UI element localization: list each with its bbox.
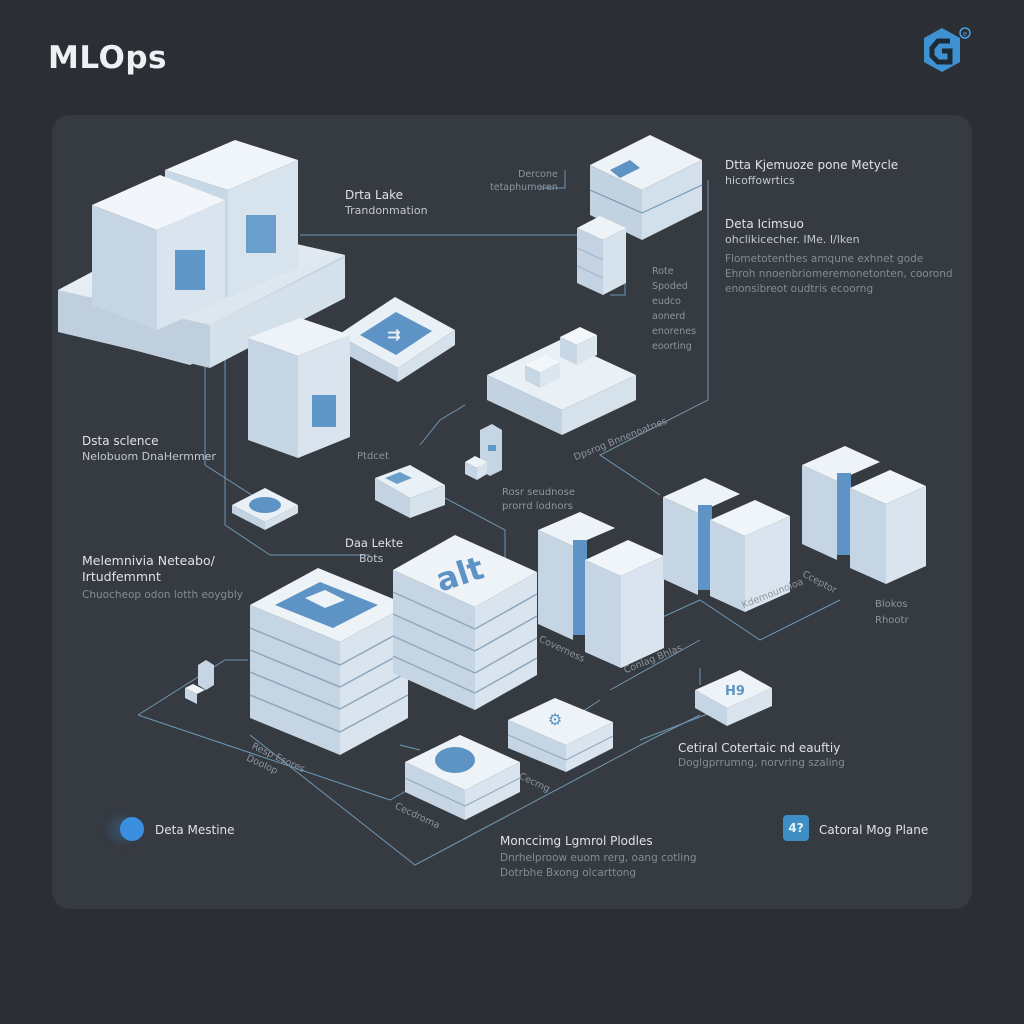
icon-tile-arrows: ⇉ [338,297,455,382]
resource-label: Rosr seudnose prorrd lodnors [502,487,575,512]
notebook-label: Melemnivia Neteabo/ Irtudfemmnt Chuocheo… [82,553,244,601]
monitoring-label: Monccimg Lgmrol Plodles Dnrhelproow euom… [500,834,697,879]
data-lake-bots-label: Daa Lekte Bots [345,536,404,565]
notebook-server-block [248,318,350,458]
data-lake-block [58,140,345,368]
blue-dot-icon [120,817,144,841]
top-center-note: Dercone tetaphumeren [490,169,558,193]
svg-text:H9: H9 [725,684,745,699]
lifecycle-block [576,135,703,295]
small-component-blocks [185,424,502,704]
blokos-label: Blokos Rhootr [875,599,909,626]
compute-cabinets [538,446,926,668]
pickett-label: Ptdcet [357,451,389,462]
central-label: Cetiral Cotertaic nd eauftiy Doglgprrumn… [678,741,845,769]
logo-badge: e [963,30,967,38]
legend-item-data-machine: Deta Mestine [155,823,235,837]
vertical-notes: Rote Spoded eudco aonerd enorenes eoorti… [652,266,697,352]
bottom-tiles: ⚙ H9 [404,670,772,820]
stacked-server-left [249,568,409,755]
svg-text:⚙: ⚙ [548,710,562,729]
data-science-right-label: Deta Icimsuo ohclikicecher. IMe. I/lken … [725,217,953,295]
hexagon-g-logo-icon: e [924,27,971,72]
svg-text:⇉: ⇉ [387,325,400,344]
stacked-server-center: alt [392,535,538,710]
page-title: MLOps [48,40,167,76]
model-plane-icon: 4? [783,815,809,841]
data-lake-label: Drta Lake Trandonmation [345,188,428,217]
pipeline-platform [487,327,636,435]
lifecycle-label: Dtta Kjemuoze pone Metycle hicoffowrtics [725,158,899,187]
legend-item-model-plane: Catoral Mog Plane [819,823,929,837]
data-science-left-label: Dsta sclence Nelobuom DnaHermmer [82,434,216,463]
